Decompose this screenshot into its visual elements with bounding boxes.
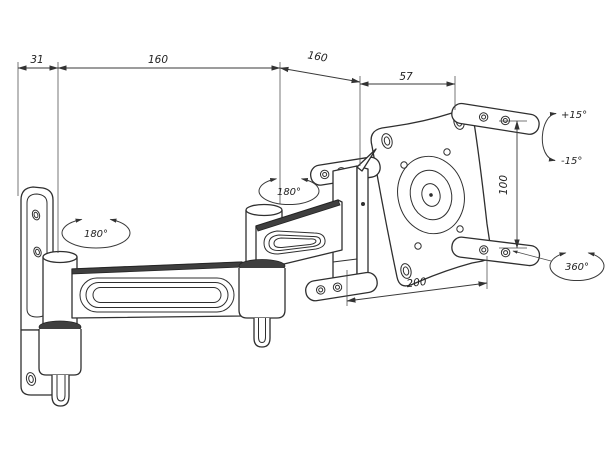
pivot1-pin-inner xyxy=(56,375,66,402)
pivot2-cap xyxy=(245,203,283,217)
pivot2-housing-body xyxy=(238,268,286,319)
pivot1-housing-body xyxy=(38,329,82,376)
tilt-hinge-seam xyxy=(332,258,358,263)
swivel-mid-label: 180° xyxy=(277,187,301,198)
vesa-center-rings xyxy=(397,155,465,235)
swivel-wall-arrow-ellipse xyxy=(61,218,131,249)
rotation-arrow-ellipse xyxy=(549,252,605,282)
dim-200-line xyxy=(346,281,488,303)
dim-160b-line xyxy=(279,66,361,84)
dim-160b-label: 160 xyxy=(307,49,329,64)
vesa-inner-hole xyxy=(400,148,464,250)
arm2-slot-outer xyxy=(263,230,326,255)
arm1-slot-outer xyxy=(79,277,235,313)
vesa-corner-hole xyxy=(400,263,412,279)
swivel-wall-label: 180° xyxy=(84,229,108,240)
arm2-top-edge xyxy=(255,199,341,232)
arm2-slot-middle xyxy=(268,234,322,252)
tilt-hinge-flag xyxy=(356,148,377,172)
tilt-hinge xyxy=(332,148,377,298)
dim-57-label: 57 xyxy=(399,71,413,83)
dim-100-label: 100 xyxy=(498,175,510,195)
tilt-arc xyxy=(541,111,557,162)
pivot1-housing xyxy=(38,320,82,407)
dim-31-label: 31 xyxy=(30,54,43,66)
wall-plate-screw-hole xyxy=(33,246,42,258)
angle-annotations: 180° 180° 360° +15° -15° xyxy=(61,110,605,282)
rotation-label: 360° xyxy=(565,262,589,273)
dimension-annotations: 31 160 160 57 100 200 xyxy=(17,49,527,306)
vesa-corner-hole xyxy=(381,133,393,149)
arm2-slot-inner xyxy=(273,237,317,249)
wall-plate-screw-hole xyxy=(31,209,41,221)
tilt-down-label: -15° xyxy=(561,156,582,167)
arm1-slot-inner xyxy=(92,287,222,303)
foot-screw-hole xyxy=(25,372,37,386)
dim-160a-label: 160 xyxy=(148,54,168,66)
mount-arm-1 xyxy=(71,261,243,319)
tilt-up-label: +15° xyxy=(561,110,587,121)
dim-200-label: 200 xyxy=(406,276,428,290)
pivot2-housing xyxy=(238,259,286,348)
pivot2-pin-inner xyxy=(258,318,266,343)
rotation-leader-line xyxy=(512,250,552,262)
arm1-slot-middle xyxy=(85,282,229,308)
tilt-hinge-screw xyxy=(361,202,365,206)
pivot1-cap xyxy=(42,250,78,264)
vesa-plate-outline xyxy=(370,109,492,287)
swivel-mid-arrow-ellipse xyxy=(258,178,320,206)
